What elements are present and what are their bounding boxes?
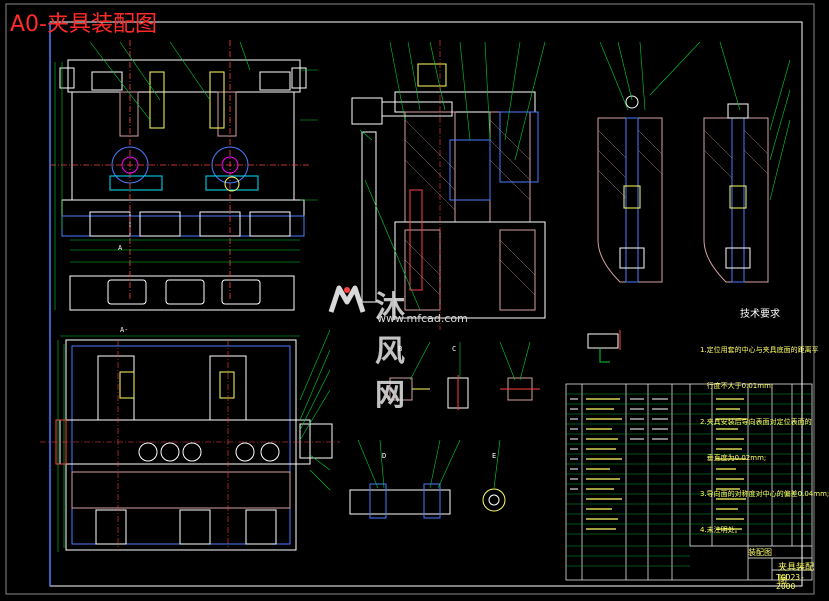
right-section-view-2 [703, 103, 769, 283]
tech-requirements-title: 技术要求 [740, 309, 780, 320]
view-label-c: C [452, 345, 457, 353]
tech-requirement-line: 1.定位用套的中心与夹具底面的距离平 [700, 346, 819, 354]
front-view-centerlines [50, 40, 310, 300]
right-section-leaders [599, 41, 791, 201]
top-view [55, 339, 333, 551]
parts-list-rows [566, 393, 812, 567]
view-label-e: E [492, 452, 497, 460]
front-view-dimensions [54, 41, 318, 310]
view-label-d: D [382, 452, 387, 460]
top-view-centerlines [40, 340, 340, 550]
tech-requirement-line: 垂直度为0.02mm; [700, 454, 767, 462]
parts-list-text-marks [586, 398, 746, 530]
title-block-drawing-code: TGD23-2000 [776, 573, 805, 591]
right-section-view-1 [597, 95, 663, 283]
parts-list-numbers [570, 398, 668, 490]
tech-requirement-line: 4.未注明处。 [700, 526, 742, 534]
parts-list [565, 383, 813, 581]
watermark-url: www.mfcad.com [377, 312, 468, 325]
detail-views [349, 330, 621, 519]
tech-requirement-line: 行度不大于0.01mm; [700, 382, 774, 390]
drawing-title: A0-夹具装配图 [10, 12, 157, 37]
view-label-b: B [398, 345, 403, 353]
outer-border [5, 3, 815, 595]
view-label-a: A [118, 244, 123, 252]
view-label-a-section: A- [120, 326, 129, 334]
right-section-hatch [597, 129, 769, 199]
front-view [59, 59, 307, 311]
detail-leaders [357, 341, 531, 489]
tech-requirement-line: 2.夹具安装后导向表面对定位表面的 [700, 418, 812, 426]
watermark-logo-icon [328, 285, 366, 313]
tech-requirement-line: 3.导向面的对称度对中心的偏差0.04mm; [700, 490, 829, 498]
side-section-view [351, 63, 546, 319]
watermark-main-text: 沐风网 [375, 290, 407, 413]
tech-requirements: 1.定位用套的中心与夹具底面的距离平 行度不大于0.01mm; 2.夹具安装后导… [700, 320, 829, 560]
title-block-sheet-name: 装配图 [748, 548, 772, 557]
top-view-dimensions [57, 329, 331, 552]
title-block-drawing-name: 夹具装配图 [778, 563, 815, 586]
side-section-hatch [404, 119, 536, 296]
side-section-leaders [359, 41, 546, 311]
inner-border [49, 21, 803, 587]
